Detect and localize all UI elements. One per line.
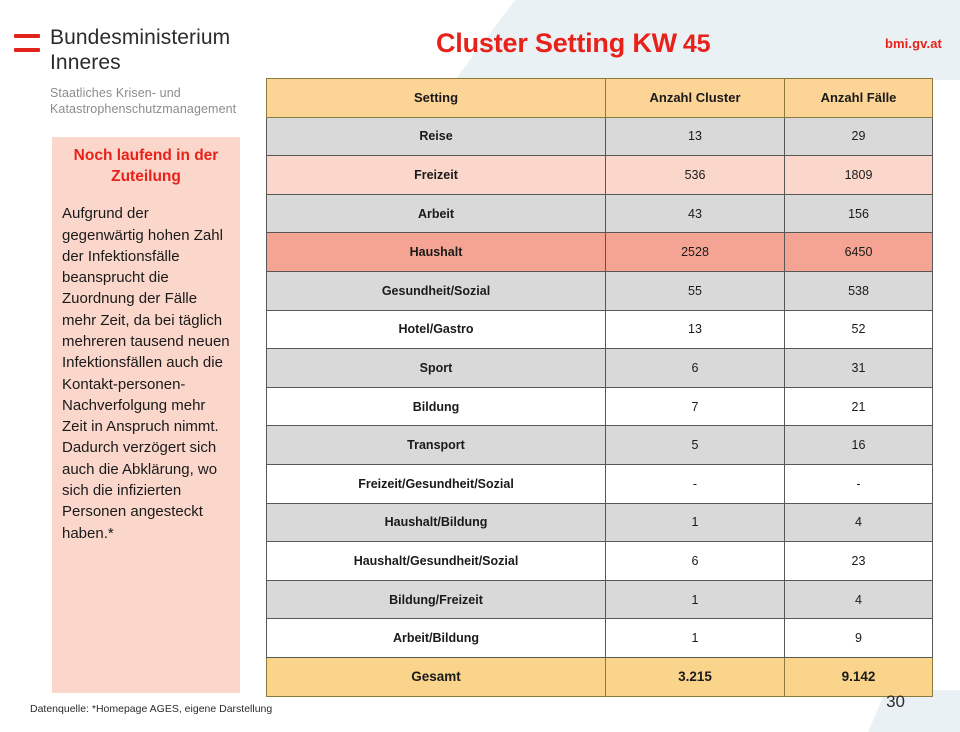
column-header-anzahl-cluster: Anzahl Cluster (605, 78, 785, 118)
cell-anzahl-faelle: 4 (784, 579, 933, 620)
bmi-website-link[interactable]: bmi.gv.at (884, 36, 942, 51)
cell-setting: Hotel/Gastro (266, 309, 606, 350)
cell-setting: Haushalt (266, 232, 606, 272)
ministry-name: Bundesministerium Inneres (50, 26, 230, 76)
cell-setting: Gesamt (266, 656, 606, 697)
cell-anzahl-faelle: 31 (784, 348, 933, 388)
cell-anzahl-faelle: 9.142 (784, 656, 933, 697)
cell-anzahl-cluster: 536 (605, 155, 785, 195)
cell-anzahl-faelle: 538 (784, 270, 933, 311)
cell-anzahl-cluster: 6 (605, 541, 785, 581)
cell-anzahl-cluster: 1 (605, 618, 785, 658)
cell-setting: Haushalt/Bildung (266, 502, 606, 543)
cell-anzahl-cluster: 5 (605, 425, 785, 465)
cell-anzahl-faelle: 6450 (784, 232, 933, 272)
cell-anzahl-faelle: 1809 (784, 155, 933, 195)
note-title: Noch laufend in der Zuteilung (73, 147, 219, 185)
cell-anzahl-faelle: 4 (784, 502, 933, 543)
table-row: Freizeit/Gesundheit/Sozial-- (266, 463, 933, 504)
ministry-name-line1: Bundesministerium (50, 26, 231, 49)
cell-anzahl-faelle: 52 (784, 309, 933, 350)
column-header-anzahl-faelle: Anzahl Fälle (784, 78, 933, 118)
cell-anzahl-faelle: 23 (784, 541, 933, 581)
cluster-setting-table: Setting Anzahl Cluster Anzahl Fälle Reis… (266, 78, 933, 697)
cell-setting: Freizeit (266, 155, 606, 195)
cell-setting: Arbeit (266, 193, 606, 234)
cell-setting: Sport (266, 348, 606, 388)
source-note: Datenquelle: *Homepage AGES, eigene Dars… (30, 703, 273, 715)
cell-anzahl-faelle: 156 (784, 193, 933, 234)
footer-background-band (868, 690, 960, 732)
cell-anzahl-faelle: 21 (784, 386, 933, 427)
cell-anzahl-cluster: 55 (605, 270, 785, 311)
department-name-line2: Katastrophenschutzmanagement (50, 102, 237, 117)
cell-anzahl-cluster: 1 (605, 502, 785, 543)
cell-anzahl-cluster: 43 (605, 193, 785, 234)
cell-anzahl-faelle: 9 (784, 618, 933, 658)
cell-anzahl-faelle: 16 (784, 425, 933, 465)
cell-setting: Gesundheit/Sozial (266, 270, 606, 311)
cell-anzahl-cluster: 13 (605, 116, 785, 157)
cell-anzahl-faelle: 29 (784, 116, 933, 157)
page-number: 30 (886, 692, 905, 711)
cell-setting: Haushalt/Gesundheit/Sozial (266, 541, 606, 581)
note-box: Noch laufend in der Zuteilung Aufgrund d… (52, 137, 240, 693)
cell-anzahl-cluster: 1 (605, 579, 785, 620)
department-name-line1: Staatliches Krisen- und (50, 85, 181, 100)
department-name: Staatliches Krisen- und Katastrophenschu… (50, 85, 274, 118)
page-title-week-number: 45 (682, 30, 711, 58)
austrian-flag-icon (14, 34, 40, 55)
page-title-text: Cluster Setting KW (436, 28, 677, 58)
cell-setting: Bildung/Freizeit (266, 579, 606, 620)
table-header-row: Setting Anzahl Cluster Anzahl Fälle (266, 78, 933, 118)
cell-anzahl-cluster: - (605, 463, 785, 504)
cell-anzahl-cluster: 7 (605, 386, 785, 427)
cell-setting: Transport (266, 425, 606, 465)
cell-anzahl-cluster: 2528 (605, 232, 785, 272)
cell-anzahl-cluster: 3.215 (605, 656, 785, 697)
cell-anzahl-faelle: - (784, 463, 933, 504)
cell-setting: Bildung (266, 386, 606, 427)
column-header-setting: Setting (266, 78, 606, 118)
header-background-band (455, 0, 960, 80)
cell-setting: Freizeit/Gesundheit/Sozial (266, 463, 606, 504)
note-body: Aufgrund der gegenwärtig hohen Zahl der … (62, 205, 230, 542)
ministry-name-line2: Inneres (50, 50, 121, 74)
cell-anzahl-cluster: 13 (605, 309, 785, 350)
cell-anzahl-cluster: 6 (605, 348, 785, 388)
cell-setting: Reise (266, 116, 606, 157)
ministry-logo-block: Bundesministerium Inneres Staatliches Kr… (14, 26, 274, 118)
cell-setting: Arbeit/Bildung (266, 618, 606, 658)
